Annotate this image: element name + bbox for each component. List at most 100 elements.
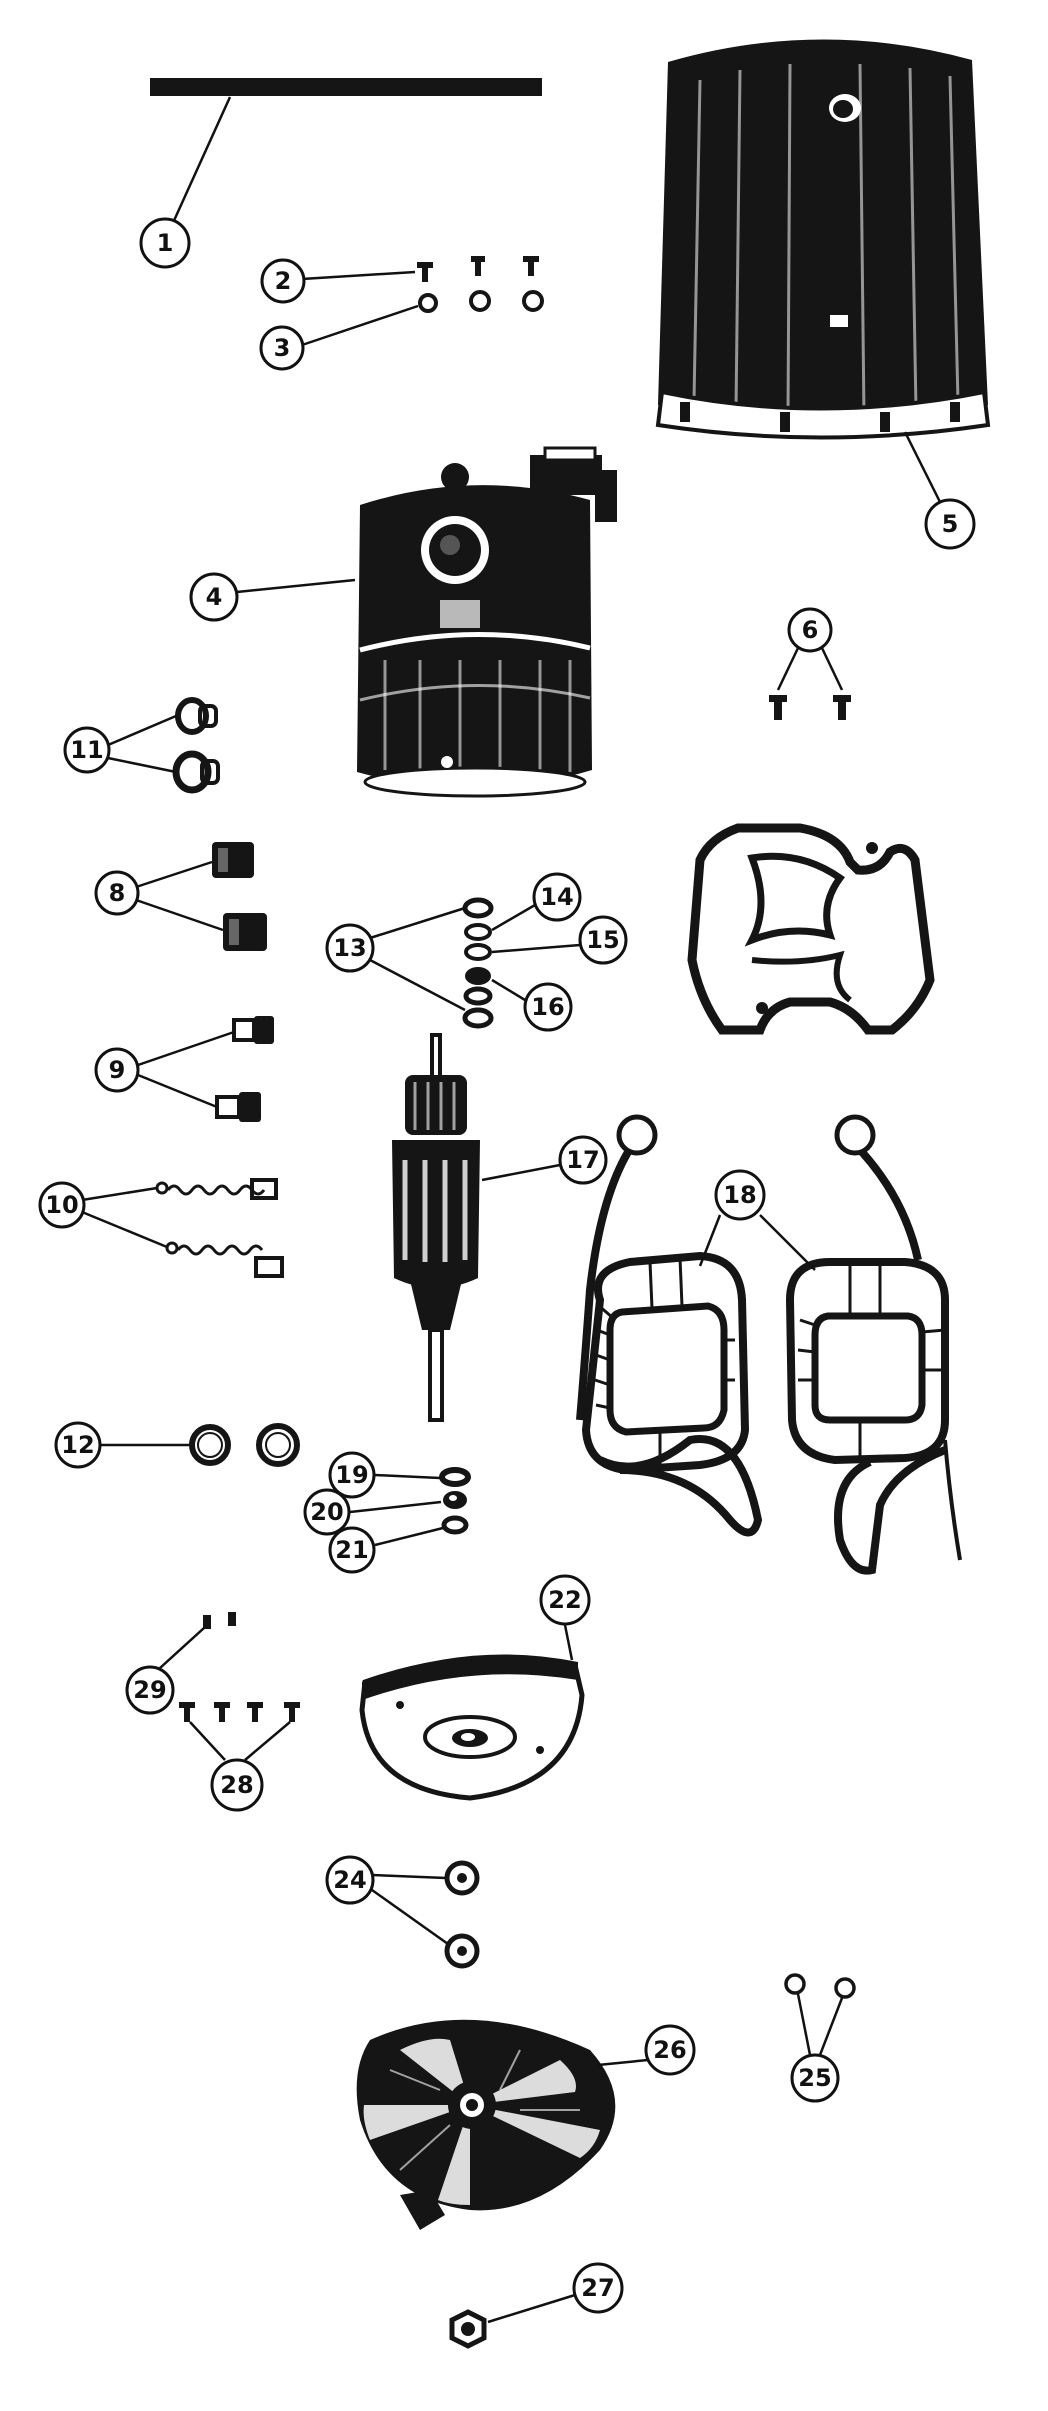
svg-text:4: 4	[206, 583, 223, 611]
callout-9: 9	[94, 1047, 140, 1093]
svg-text:25: 25	[798, 2064, 831, 2092]
svg-text:2: 2	[275, 267, 292, 295]
part-screws-2	[417, 256, 539, 282]
svg-text:26: 26	[653, 2036, 686, 2064]
svg-text:15: 15	[586, 926, 619, 954]
callout-20: 20	[303, 1488, 351, 1536]
leader-4	[236, 578, 356, 594]
callout-28: 28	[210, 1758, 264, 1812]
callout-21: 21	[328, 1526, 376, 1574]
part-screws-28	[179, 1702, 300, 1722]
part-brush-caps-9	[215, 1016, 274, 1122]
callout-5: 5	[924, 498, 976, 550]
svg-text:8: 8	[109, 879, 126, 907]
callout-13: 13	[325, 923, 375, 973]
callout-26: 26	[644, 2024, 696, 2076]
callout-12: 12	[54, 1421, 102, 1469]
callout-25: 25	[790, 2053, 840, 2103]
svg-text:22: 22	[548, 1586, 581, 1614]
svg-text:6: 6	[802, 616, 819, 644]
leader-17	[481, 1163, 561, 1182]
leader-6b	[820, 647, 844, 691]
part-hex-nut	[449, 2309, 487, 2349]
svg-text:24: 24	[333, 1866, 366, 1894]
leader-18a	[698, 1214, 722, 1267]
leader-6a	[776, 647, 800, 691]
part-washer-stack	[462, 897, 494, 1029]
leader-2	[301, 270, 416, 281]
leader-10a	[81, 1186, 158, 1202]
leader-26	[597, 2058, 649, 2067]
leader-19	[374, 1473, 441, 1480]
svg-text:12: 12	[61, 1431, 94, 1459]
callout-18: 18	[714, 1169, 766, 1221]
svg-text:5: 5	[942, 510, 959, 538]
svg-text:16: 16	[531, 993, 564, 1021]
part-end-plate	[687, 823, 935, 1035]
callout-8: 8	[94, 870, 140, 916]
callout-3: 3	[259, 325, 305, 371]
part-fan	[356, 2019, 616, 2230]
part-caps-11	[172, 697, 220, 794]
callout-29: 29	[125, 1665, 175, 1715]
callout-17: 17	[558, 1135, 608, 1185]
svg-text:10: 10	[45, 1191, 78, 1219]
svg-text:21: 21	[335, 1536, 368, 1564]
part-field-coils	[576, 1114, 962, 1575]
svg-text:13: 13	[333, 934, 366, 962]
leader-18b	[759, 1214, 816, 1271]
leader-5	[903, 431, 942, 503]
leader-28b	[244, 1721, 291, 1761]
part-bushings-12	[189, 1423, 300, 1467]
svg-text:27: 27	[581, 2274, 614, 2302]
svg-text:1: 1	[157, 229, 174, 257]
callout-27: 27	[572, 2262, 624, 2314]
part-washers-24	[444, 1860, 480, 1969]
part-brush-holders-8	[212, 842, 267, 951]
part-brushes-10	[155, 1178, 284, 1278]
leader-20	[349, 1500, 442, 1514]
leader-29	[159, 1627, 205, 1669]
leader-8a	[135, 860, 213, 889]
callout-6: 6	[787, 607, 833, 653]
leader-3	[301, 304, 419, 347]
part-set-screws-29	[203, 1612, 236, 1629]
leader-24a	[371, 1873, 447, 1880]
callout-14: 14	[532, 872, 582, 922]
callout-2: 2	[260, 258, 306, 304]
leader-15	[491, 943, 581, 954]
callout-15: 15	[578, 915, 628, 965]
part-screws-6	[769, 695, 851, 720]
part-motor-body	[357, 446, 617, 798]
svg-text:20: 20	[310, 1498, 343, 1526]
leader-9a	[137, 1030, 235, 1067]
part-rings-25	[784, 1973, 856, 1999]
svg-text:14: 14	[540, 883, 573, 911]
leader-28a	[189, 1721, 226, 1761]
callout-16: 16	[523, 982, 573, 1032]
svg-text:19: 19	[335, 1461, 368, 1489]
callout-22: 22	[539, 1574, 591, 1626]
leader-27	[487, 2293, 576, 2324]
callout-19: 19	[328, 1451, 376, 1499]
leader-25a	[796, 1993, 812, 2056]
leader-16	[491, 978, 526, 1002]
leader-11b	[107, 756, 177, 774]
leader-9b	[137, 1073, 218, 1109]
part-washers-3	[418, 290, 544, 313]
leader-14	[491, 903, 536, 932]
part-rod	[150, 78, 542, 96]
callout-4: 4	[189, 572, 239, 622]
leader-1	[170, 96, 232, 226]
callout-24: 24	[325, 1855, 375, 1905]
leader-10b	[81, 1210, 168, 1249]
callout-1: 1	[139, 217, 191, 269]
svg-text:28: 28	[220, 1771, 253, 1799]
svg-text:11: 11	[70, 736, 103, 764]
leader-13b	[369, 958, 466, 1012]
svg-text:29: 29	[133, 1676, 166, 1704]
leader-8b	[135, 898, 224, 932]
leader-11a	[107, 714, 177, 747]
svg-text:18: 18	[723, 1181, 756, 1209]
